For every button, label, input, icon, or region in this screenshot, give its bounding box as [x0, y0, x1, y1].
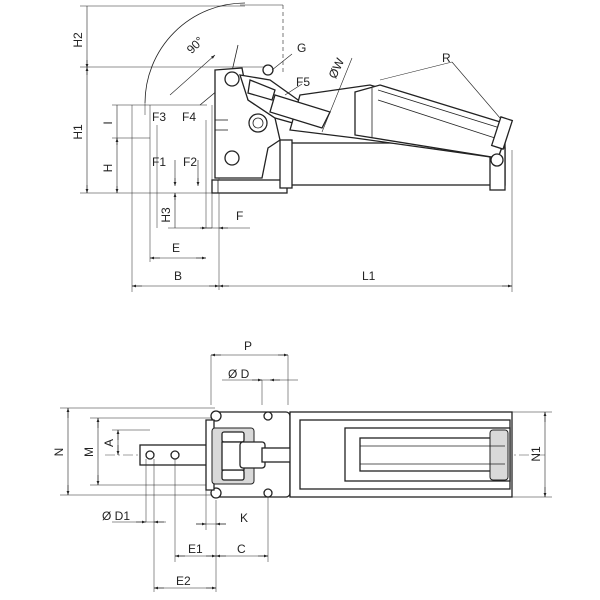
label-F1: F1: [152, 155, 166, 169]
label-A: A: [102, 439, 116, 447]
label-H2: H2: [71, 32, 85, 48]
label-E2: E2: [176, 574, 191, 588]
top-view: P Ø D N M A N1 Ø D1 K E1 C E2: [52, 339, 552, 592]
label-F4: F4: [182, 110, 196, 124]
label-E: E: [172, 241, 180, 255]
label-N: N: [52, 448, 66, 457]
side-view: H2 90° G ØW F5 R H1 I H F3 F4 F1 F2 H3 F…: [71, 2, 514, 292]
label-H1: H1: [71, 124, 85, 140]
label-angle: 90°: [184, 34, 207, 57]
label-F5: F5: [296, 75, 310, 89]
pneumatic-cylinder: [269, 84, 514, 167]
label-C: C: [237, 542, 246, 556]
label-M: M: [82, 447, 96, 457]
label-N1: N1: [529, 446, 543, 462]
label-F3: F3: [152, 110, 166, 124]
label-E1: E1: [188, 542, 203, 556]
swing-arc: [144, 2, 246, 104]
label-K: K: [240, 511, 248, 525]
label-F2: F2: [183, 155, 197, 169]
label-H: H: [101, 164, 115, 173]
label-H3: H3: [159, 207, 173, 223]
label-D: Ø D: [228, 367, 250, 381]
label-R: R: [442, 51, 451, 65]
label-G: G: [297, 41, 306, 55]
label-B: B: [174, 269, 182, 283]
label-D1: Ø D1: [102, 509, 130, 523]
label-P: P: [244, 339, 252, 353]
label-I: I: [101, 121, 115, 124]
label-F: F: [236, 209, 243, 223]
spindle-arm: [211, 179, 288, 194]
label-L1: L1: [362, 269, 376, 283]
